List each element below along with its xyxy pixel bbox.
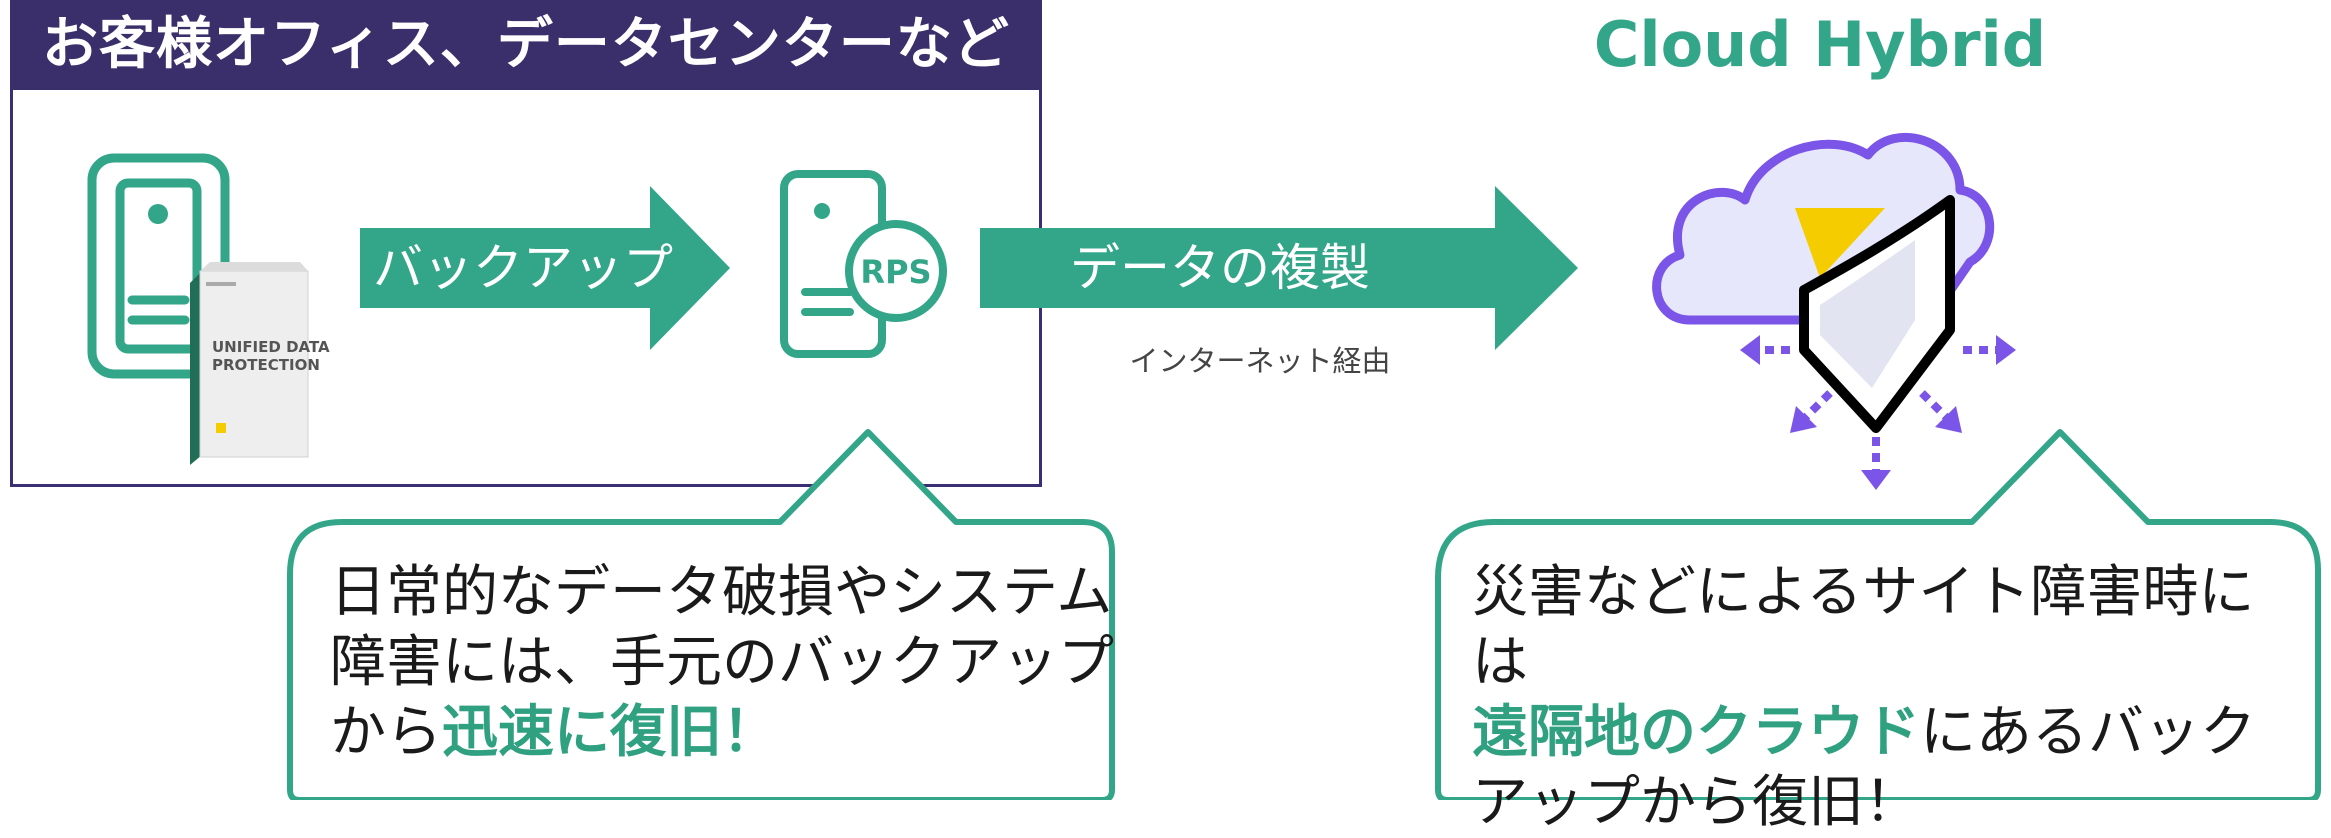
bubble-right-line2-suffix: にあるバック: [1920, 700, 2256, 765]
backup-arrow-label: バックアップ: [373, 239, 673, 297]
internet-note: インターネット経由: [1129, 344, 1391, 378]
bubble-left-text: 日常的なデータ破損やシステム 障害には、手元のバックアップ から迅速に復旧！: [330, 558, 1120, 768]
backup-arrow: [360, 186, 730, 350]
shield-icon: [1799, 195, 1955, 433]
bubble-right-line1: 災害などによるサイト障害時には: [1472, 560, 2255, 695]
bubble-right-highlight: 遠隔地のクラウド: [1472, 700, 1920, 765]
replicate-arrow: [980, 186, 1578, 350]
product-box-icon: UNIFIED DATA PROTECTION: [190, 262, 330, 465]
onprem-header: お客様オフィス、データセンターなど: [10, 0, 1042, 90]
bubble-left-highlight: 迅速に復旧！: [442, 700, 778, 765]
replicate-arrow-label: データの複製: [1070, 239, 1370, 297]
bubble-left-line3-prefix: から: [330, 700, 442, 765]
product-box-label: UNIFIED DATA: [212, 338, 330, 356]
bubble-right-text: 災害などによるサイト障害時には 遠隔地のクラウドにあるバック アップから復旧！: [1472, 558, 2302, 838]
rps-server-icon: RPS: [780, 170, 947, 358]
bubble-right-line3: アップから復旧！: [1472, 770, 1920, 835]
diagram-graphics: UNIFIED DATA PROTECTION RPS: [87, 133, 2321, 800]
rps-label: RPS: [860, 253, 931, 291]
cloud-title: Cloud Hybrid: [1593, 8, 2047, 81]
svg-text:PROTECTION: PROTECTION: [212, 356, 320, 374]
expand-arrows-icon: [1740, 335, 2016, 490]
bubble-left-line1: 日常的なデータ破損やシステム: [330, 560, 1113, 625]
bubble-left-line2: 障害には、手元のバックアップ: [330, 630, 1114, 695]
bubble-right-line2: 遠隔地のクラウドにあるバック: [1472, 698, 2302, 768]
bubble-left-line3: から迅速に復旧！: [330, 698, 1120, 768]
